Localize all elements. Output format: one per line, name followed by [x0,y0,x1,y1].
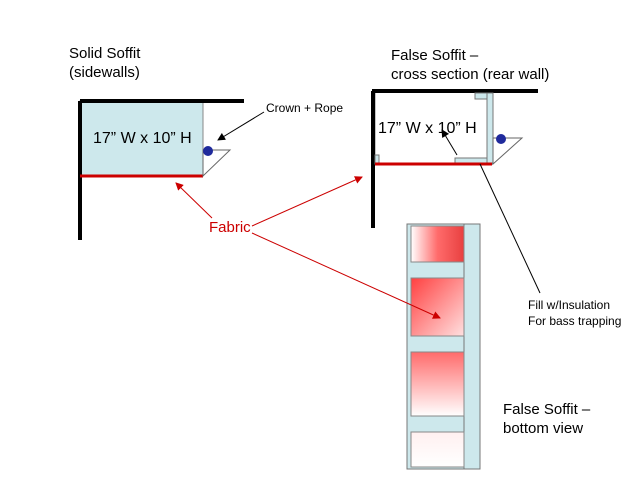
false-soffit-box [374,90,493,165]
bottom-view-fabric-panel-2 [410,277,465,337]
bottom-view-inner-frame [463,223,481,470]
solid-soffit-box [79,100,204,177]
crown-rope-arrow [217,111,265,141]
insulation-arrow-to-cleat [479,163,541,294]
false-soffit-front-panel [486,92,494,164]
solid-soffit-rope [203,146,213,156]
insulation-label-line1: Fill w/Insulation [528,298,611,312]
solid-soffit-dimension: 17” W x 10” H [93,130,192,147]
false-soffit-top-cleat [474,92,488,100]
false-soffit-dimension: 17” W x 10” H [378,120,477,137]
solid-soffit-title-line2: (sidewalls) [69,64,140,81]
false-soffit-cross-title-line1: False Soffit – [391,47,479,64]
false-soffit-cross-section [371,89,538,228]
false-soffit-bottom-view [406,223,481,470]
crown-rope-label: Crown + Rope [266,101,344,115]
false-soffit-bottom-title-line1: False Soffit – [503,401,591,418]
solid-soffit-title-line1: Solid Soffit [69,45,141,62]
false-soffit-bottom-title-line2: bottom view [503,420,584,437]
fabric-arrow-false [251,176,363,227]
fabric-arrow-bottom [251,232,441,319]
solid-soffit-crown-molding [202,149,232,178]
insulation-label-line2: For bass trapping [528,314,622,328]
bottom-view-fabric-panel-4 [410,431,465,468]
false-soffit-cross-title-line2: cross section (rear wall) [391,66,550,83]
false-soffit-crown-molding [492,137,524,166]
solid-soffit [78,99,244,240]
insulation-arrow-to-box [441,129,458,156]
fabric-arrow-solid [175,182,213,219]
false-soffit-rope [496,134,506,144]
fabric-label: Fabric [209,219,251,236]
bottom-view-fabric-panel-3 [410,351,465,417]
bottom-view-fabric-panel-1 [410,225,465,263]
